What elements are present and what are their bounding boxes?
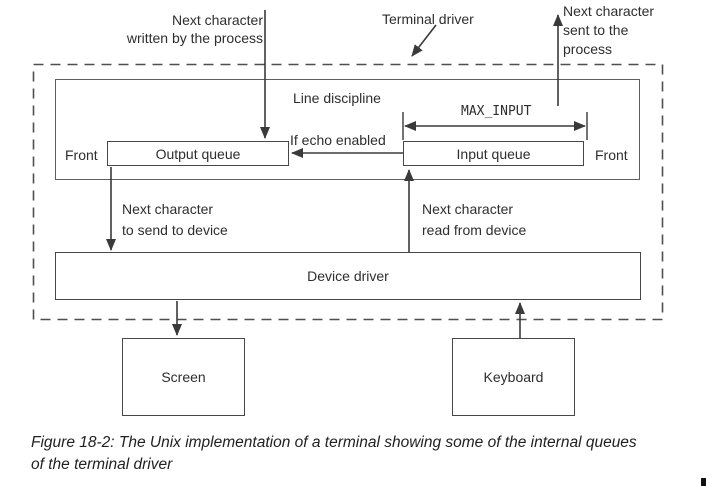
annotation-max-input: MAX_INPUT bbox=[461, 104, 532, 119]
figure-caption-line1: Figure 18-2: The Unix implementation of … bbox=[31, 434, 637, 451]
annotation-next-sent-line2: sent to the bbox=[563, 22, 629, 38]
annotation-line-discipline: Line discipline bbox=[293, 90, 381, 106]
annotation-front-right: Front bbox=[595, 147, 628, 163]
screen-label: Screen bbox=[161, 369, 206, 385]
annotation-front-left: Front bbox=[65, 147, 98, 163]
output-queue-label: Output queue bbox=[155, 145, 241, 162]
input-queue-label: Input queue bbox=[456, 145, 531, 162]
annotation-read-from-device: Next character read from device bbox=[422, 199, 526, 241]
annotation-read-from-device-line1: Next character bbox=[422, 201, 514, 217]
annotation-read-from-device-line2: read from device bbox=[422, 222, 527, 238]
annotation-next-sent-line1: Next character bbox=[563, 3, 655, 19]
annotation-terminal-driver: Terminal driver bbox=[382, 11, 474, 27]
figure-caption: Figure 18-2: The Unix implementation of … bbox=[31, 432, 681, 476]
device-driver-label: Device driver bbox=[307, 268, 389, 284]
screen-box: Screen bbox=[122, 338, 245, 416]
input-queue-box: Input queue bbox=[403, 141, 584, 166]
page-corner-mark bbox=[701, 478, 706, 486]
keyboard-label: Keyboard bbox=[483, 369, 544, 385]
annotation-next-sent: Next character sent to the process bbox=[563, 2, 654, 59]
arrow-terminal-driver-pointer bbox=[411, 24, 437, 57]
device-driver-box: Device driver bbox=[55, 252, 641, 300]
annotation-send-to-device-line2: to send to device bbox=[122, 222, 228, 238]
figure-caption-line2: of the terminal driver bbox=[31, 456, 173, 473]
annotation-next-written-line1: Next character bbox=[171, 12, 263, 28]
annotation-next-written: Next character written by the process bbox=[127, 11, 263, 47]
annotation-if-echo-enabled: If echo enabled bbox=[290, 132, 386, 148]
keyboard-box: Keyboard bbox=[452, 338, 575, 416]
annotation-next-sent-line3: process bbox=[563, 41, 613, 57]
annotation-send-to-device-line1: Next character bbox=[122, 201, 214, 217]
output-queue-box: Output queue bbox=[107, 141, 289, 166]
annotation-next-written-line2: written by the process bbox=[126, 30, 263, 46]
annotation-send-to-device: Next character to send to device bbox=[122, 199, 228, 241]
